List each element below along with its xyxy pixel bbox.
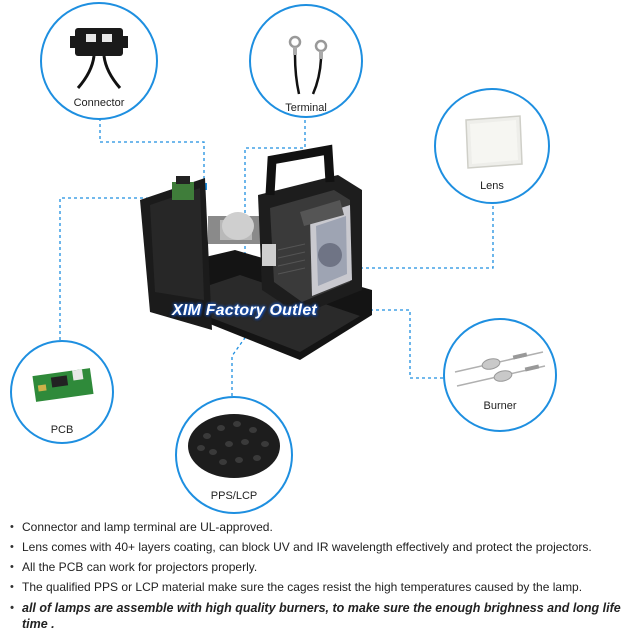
callout-terminal: Terminal [249, 4, 363, 118]
burner-icon [454, 351, 546, 387]
watermark-text: XIM Factory Outlet [172, 302, 317, 319]
callout-lens: Lens [434, 88, 550, 204]
callout-label-burner: Burner [483, 400, 517, 412]
feature-list: Connector and lamp terminal are UL-appro… [10, 520, 635, 637]
callout-label-terminal: Terminal [285, 102, 327, 114]
feature-item: Lens comes with 40+ layers coating, can … [10, 540, 635, 555]
feature-item: all of lamps are assemble with high qual… [10, 600, 635, 632]
callout-burner: Burner [443, 318, 557, 432]
feature-item: The qualified PPS or LCP material make s… [10, 580, 635, 595]
callout-label-pps-lcp: PPS/LCP [210, 490, 258, 502]
lamp-module-image [140, 144, 372, 360]
callout-pps-lcp: PPS/LCP [175, 396, 293, 514]
callout-connector: Connector [40, 2, 158, 120]
callout-pcb: PCB [10, 340, 114, 444]
connector-icon [70, 28, 128, 89]
pcb-icon [32, 368, 94, 402]
pellets-icon [188, 414, 280, 478]
feature-item: All the PCB can work for projectors prop… [10, 560, 635, 575]
callout-label-pcb: PCB [50, 424, 74, 436]
callout-label-connector: Connector [73, 97, 125, 109]
lens-icon [465, 115, 523, 169]
callout-label-lens: Lens [480, 180, 504, 192]
terminal-icon [288, 35, 328, 95]
feature-item: Connector and lamp terminal are UL-appro… [10, 520, 635, 535]
lamp-diagram: XIM Factory Outlet Connector Terminal [10, 2, 557, 514]
